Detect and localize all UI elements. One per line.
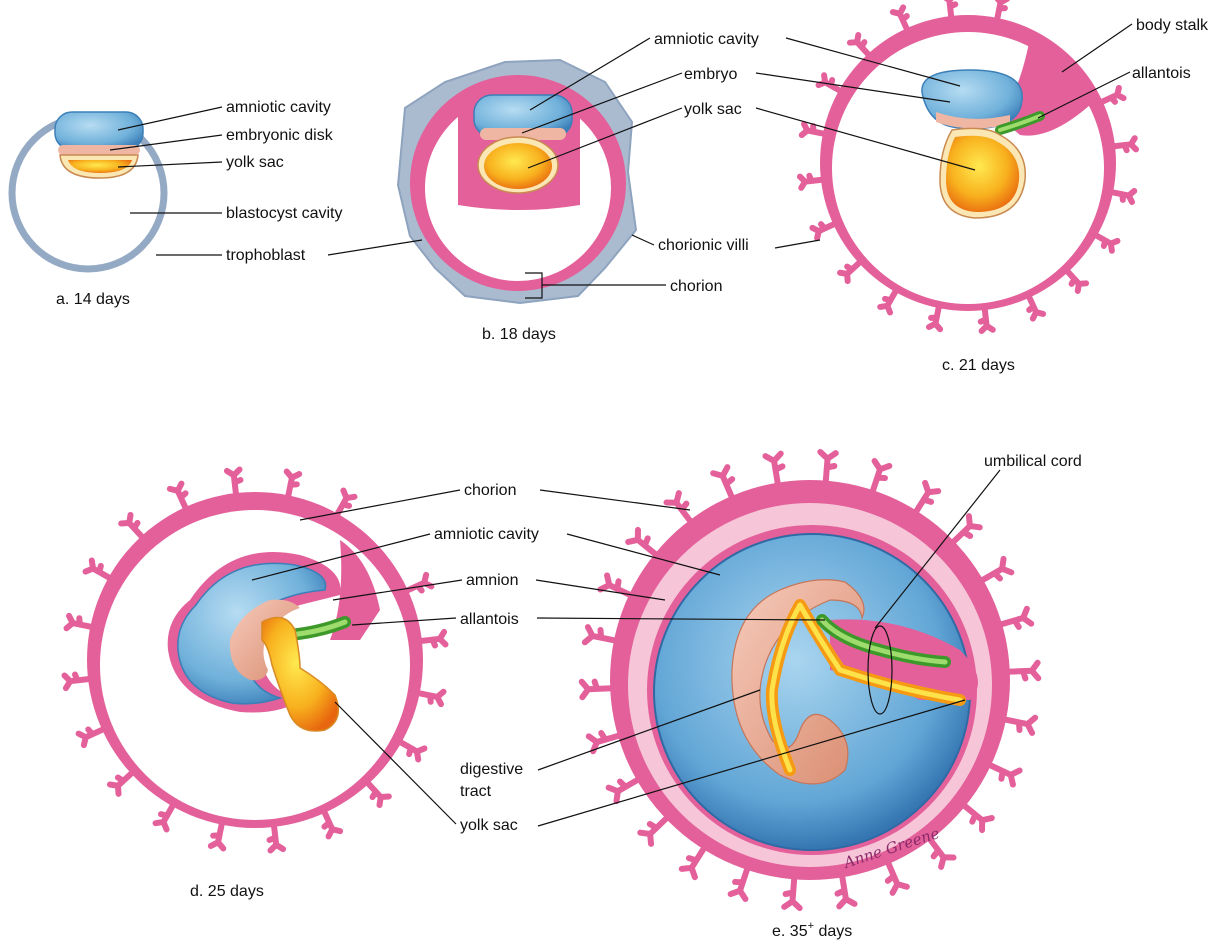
label-d-amnion: amnion [466, 572, 518, 589]
chorionic-villus [800, 176, 823, 188]
label-a-embryonic-disk: embryonic disk [226, 127, 334, 144]
chorionic-villus [211, 823, 223, 849]
chorionic-villus [170, 484, 186, 509]
chorionic-villus [802, 124, 825, 135]
chorionic-villus [996, 0, 1007, 20]
leader-b-villi [632, 235, 654, 245]
chorionic-villus [67, 616, 93, 628]
chorionic-villus [888, 862, 907, 893]
chorionic-villus [953, 516, 980, 543]
chorionic-villus [1113, 138, 1136, 150]
label-e-umbilical-cord: umbilical cord [984, 453, 1082, 470]
chorionic-villus [640, 817, 667, 844]
chorionic-villus [943, 0, 955, 18]
chorionic-villus [929, 306, 940, 329]
chorionic-villus [64, 675, 90, 689]
chorionic-villus [1095, 235, 1117, 251]
chorionic-villus [324, 811, 340, 836]
leader-d-chorion [300, 490, 460, 520]
yolk-sac-b [484, 143, 552, 189]
chorionic-villus [765, 454, 782, 485]
chorionic-villus [86, 561, 111, 579]
chorionic-villus [964, 805, 992, 830]
chorionic-villus [872, 461, 889, 492]
embryonic-disk-a [58, 145, 140, 155]
panel-d-25-days: chorion amniotic cavity amnion allantois… [64, 469, 538, 900]
label-d-tract: tract [460, 783, 492, 800]
panel-b-18-days: amniotic cavity embryo yolk sac chorioni… [328, 31, 759, 343]
caption-d: d. 25 days [190, 883, 264, 900]
chorionic-villus [1111, 191, 1134, 202]
label-d-chorion: chorion [464, 482, 516, 499]
chorionic-villus [981, 308, 993, 331]
chorionic-villus [400, 742, 425, 760]
label-d-amniotic-cavity: amniotic cavity [434, 526, 539, 543]
chorionic-villus [838, 875, 855, 906]
chorionic-villus [227, 469, 241, 495]
chorionic-villus [367, 782, 389, 805]
label-b-embryo: embryo [684, 66, 737, 83]
leader-b-trophoblast [328, 240, 422, 255]
chorionic-villus [981, 559, 1011, 581]
chorionic-villus [713, 467, 732, 498]
caption-a: a. 14 days [56, 291, 130, 308]
chorionic-villus [1029, 296, 1043, 319]
panel-e-35-days: umbilical cord Anne Greene e. 35+ days [536, 452, 1082, 940]
label-b-chorionic-villi: chorionic villi [658, 237, 749, 254]
chorionic-villus [270, 825, 284, 851]
caption-c: c. 21 days [942, 357, 1015, 374]
leader-c-villi [775, 240, 820, 248]
chorionic-villus [1008, 663, 1038, 679]
chorionic-villus [893, 7, 907, 30]
chorionic-villus [1000, 609, 1031, 627]
label-b-chorion: chorion [670, 278, 722, 295]
chorionic-villus [582, 682, 612, 698]
chorionic-villus [850, 35, 869, 55]
chorionic-villus [418, 692, 444, 704]
chorionic-villus [731, 868, 748, 899]
chorionic-villus [121, 515, 143, 538]
chorionic-villus [420, 632, 446, 646]
chorionic-villus [287, 472, 299, 498]
chorionic-villus [110, 772, 133, 794]
caption-e-suffix: days [814, 923, 852, 940]
label-b-yolk-sac: yolk sac [684, 101, 742, 118]
label-a-blastocyst-cavity: blastocyst cavity [226, 205, 342, 222]
panel-a-14-days: amniotic cavity embryonic disk yolk sac … [12, 99, 342, 308]
label-d-allantois: allantois [460, 611, 519, 628]
caption-b: b. 18 days [482, 326, 556, 343]
chorionic-villus [989, 765, 1020, 785]
leader-c-stalk [1062, 24, 1132, 72]
label-c-body-stalk: body stalk [1136, 17, 1209, 34]
chorionic-villus [79, 729, 104, 745]
label-a-trophoblast: trophoblast [226, 247, 306, 264]
chorionic-villus [820, 452, 835, 483]
amniotic-cavity-a [55, 112, 143, 150]
chorionic-villus [585, 627, 616, 642]
label-d-digestive: digestive [460, 761, 523, 778]
label-d-yolk-sac: yolk sac [460, 817, 518, 834]
caption-e: e. 35+ days [772, 920, 852, 940]
label-b-amniotic-cavity: amniotic cavity [654, 31, 759, 48]
label-c-allantois: allantois [1132, 65, 1191, 82]
chorionic-villus [156, 805, 174, 830]
chorionic-villus [784, 877, 799, 908]
chorionic-villus [812, 224, 835, 238]
caption-e-prefix: e. 35 [772, 923, 808, 940]
panel-c-21-days: body stalk allantois c. 21 days [756, 0, 1209, 374]
chorionic-villus [1067, 271, 1086, 291]
chorionic-villus [1004, 718, 1035, 733]
chorionic-villus [682, 847, 705, 877]
chorionic-villus [916, 483, 939, 513]
label-a-yolk-sac: yolk sac [226, 154, 284, 171]
chorionic-villus [840, 262, 860, 281]
chorionic-villus [1101, 88, 1124, 102]
chorionic-villus [880, 290, 896, 312]
label-a-amniotic-cavity: amniotic cavity [226, 99, 331, 116]
